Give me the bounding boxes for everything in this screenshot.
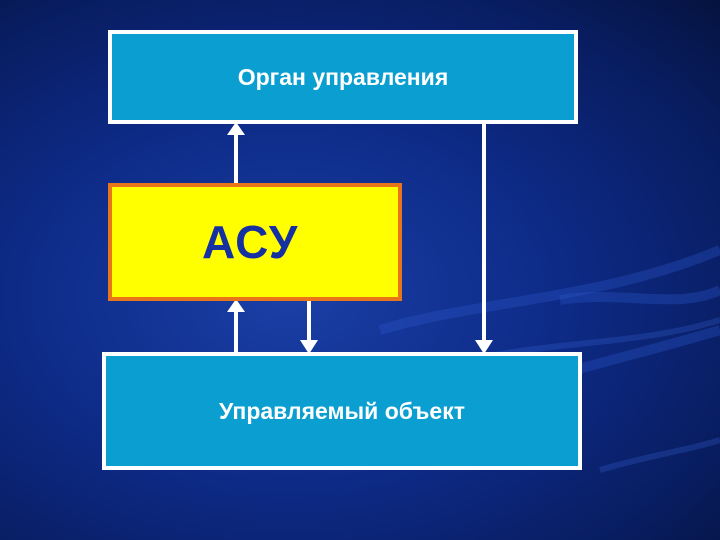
controlled-object-box: Управляемый объект — [102, 352, 582, 470]
controlled-object-label: Управляемый объект — [219, 397, 465, 424]
asu-label: АСУ — [202, 216, 299, 268]
control-body-label: Орган управления — [237, 63, 449, 90]
arrowhead-down-asu — [300, 340, 318, 354]
arrowhead-up-top — [227, 122, 245, 135]
asu-box: АСУ — [108, 183, 402, 301]
control-body-box: Орган управления — [108, 30, 578, 124]
arrowhead-up-asu — [227, 299, 245, 312]
arrowhead-down-right — [475, 340, 493, 354]
